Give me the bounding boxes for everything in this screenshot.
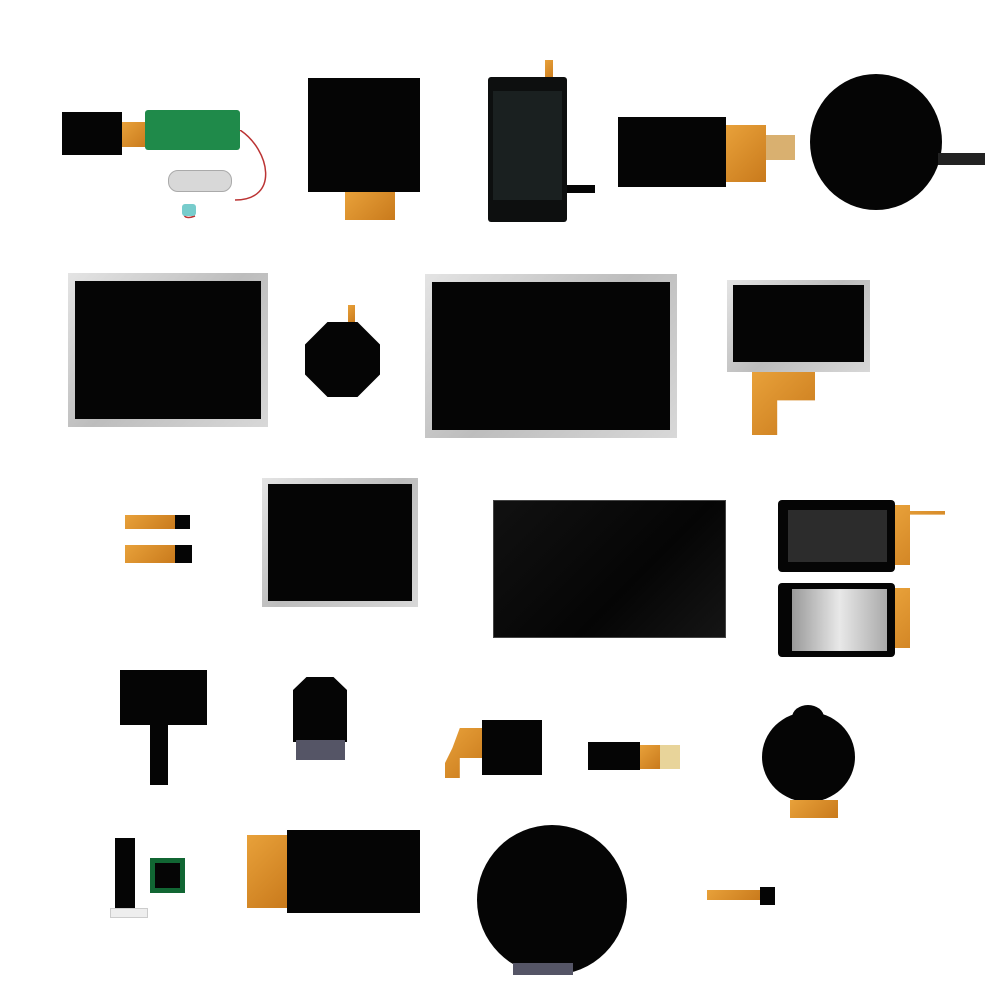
laptop-lcd-panel — [493, 500, 726, 638]
round-display — [810, 74, 942, 210]
connector — [182, 204, 196, 216]
micro-display — [760, 887, 775, 905]
framed-lcd-panel — [68, 273, 268, 427]
flex-cable — [125, 545, 175, 563]
display-tab — [792, 705, 824, 730]
flex-cable — [115, 838, 135, 910]
flex-cable — [752, 372, 815, 435]
lcd-panel — [120, 670, 207, 725]
flex-cable — [895, 505, 945, 565]
rect-lcd-panel — [618, 117, 726, 187]
flex-cable — [445, 728, 482, 778]
connector — [110, 908, 148, 918]
connector — [660, 745, 680, 769]
display-backplate — [296, 740, 345, 760]
bezel-lcd-panel — [778, 500, 895, 572]
flex-cable — [790, 800, 838, 818]
flex-cable — [122, 122, 147, 147]
square-lcd-panel — [482, 720, 542, 775]
flex-cable — [348, 305, 355, 323]
circuit-board — [145, 110, 240, 150]
flex-cable — [726, 125, 766, 182]
framed-lcd-panel — [727, 280, 870, 372]
lcd-panel — [287, 830, 420, 913]
framed-lcd-panel — [425, 274, 677, 438]
micro-display — [150, 858, 185, 893]
octagon-display — [293, 677, 347, 742]
small-lcd-panel — [62, 112, 122, 155]
square-lcd-panel — [308, 78, 420, 192]
micro-display — [175, 515, 190, 529]
flex-cable — [345, 192, 395, 220]
octagon-display — [305, 322, 380, 397]
flex-cable — [150, 725, 168, 785]
flex-cable — [125, 515, 175, 529]
flex-cable — [707, 890, 760, 900]
connector — [766, 135, 795, 160]
micro-display — [588, 742, 640, 770]
phone-lcd-panel — [488, 77, 567, 222]
flex-cable — [513, 963, 573, 975]
micro-display — [175, 545, 192, 563]
flex-cable — [247, 835, 287, 908]
framed-lcd-panel — [262, 478, 418, 607]
bezel-lcd-panel — [778, 583, 895, 657]
flex-cable — [545, 60, 553, 80]
flex-cable — [895, 588, 910, 648]
flex-cable — [640, 745, 660, 769]
flex-cable — [567, 185, 595, 193]
battery — [168, 170, 232, 192]
round-display — [477, 825, 627, 975]
flex-cable — [938, 153, 985, 165]
